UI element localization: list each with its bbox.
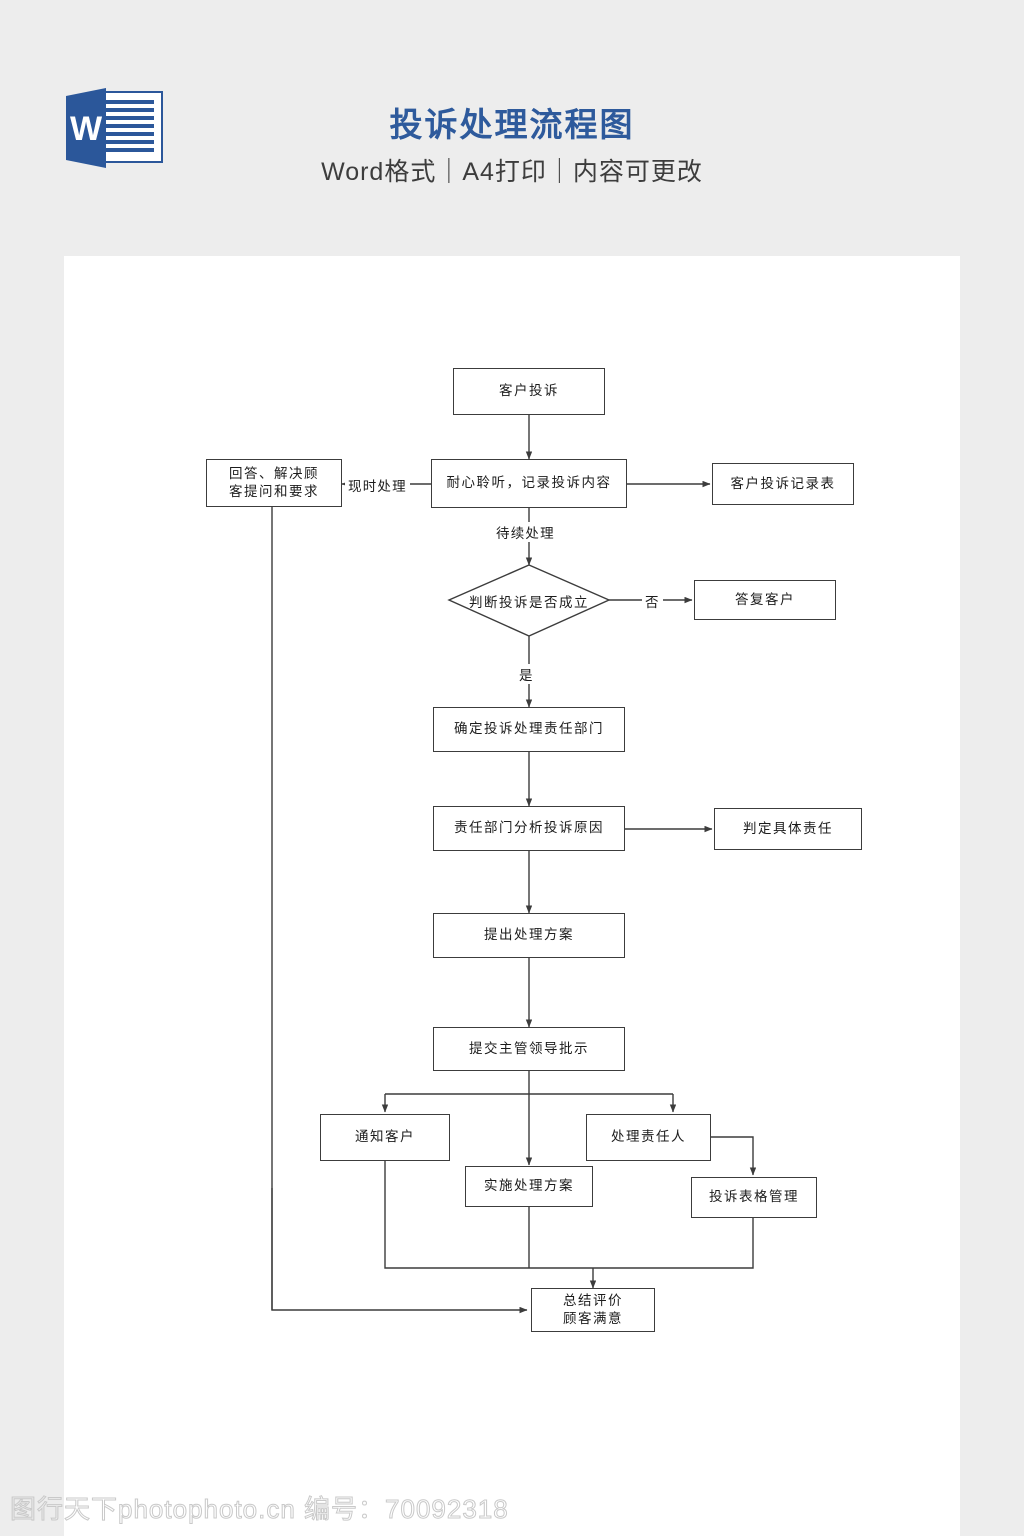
node-answer-resolve-line2: 客提问和要求: [229, 484, 319, 499]
node-notify-customer[interactable]: 通知客户: [320, 1114, 450, 1161]
node-judge-complaint-valid[interactable]: 判断投诉是否成立: [449, 565, 609, 636]
node-propose-solution[interactable]: 提出处理方案: [433, 913, 625, 958]
node-determine-responsibility[interactable]: 判定具体责任: [714, 808, 862, 850]
watermark-text: 图行天下photophoto.cn 编号：70092318: [10, 1494, 509, 1525]
edge-label-yes: 是: [516, 664, 537, 684]
node-analyze-complaint-cause[interactable]: 责任部门分析投诉原因: [433, 806, 625, 851]
document-page: [64, 256, 960, 1536]
node-listen-record[interactable]: 耐心聆听，记录投诉内容: [431, 459, 627, 508]
node-customer-complaint[interactable]: 客户投诉: [453, 368, 605, 415]
node-implement-solution[interactable]: 实施处理方案: [465, 1166, 593, 1207]
node-summary-evaluation-line2: 顾客满意: [563, 1311, 623, 1326]
node-answer-resolve-line1: 回答、解决顾: [229, 466, 319, 482]
edge-label-pending-handle: 待续处理: [492, 522, 559, 542]
node-answer-resolve[interactable]: 回答、解决顾 客提问和要求: [206, 459, 342, 507]
svg-text:W: W: [70, 110, 103, 148]
node-complaint-form-management[interactable]: 投诉表格管理: [691, 1177, 817, 1218]
page-title: 投诉处理流程图: [389, 106, 635, 143]
header-banner: W 投诉处理流程图 Word格式｜A4打印｜内容可更改: [0, 0, 1024, 256]
node-summary-evaluation[interactable]: 总结评价 顾客满意: [531, 1288, 655, 1332]
edge-label-now-handle: 现时处理: [345, 475, 410, 495]
node-reply-customer[interactable]: 答复客户: [694, 580, 836, 620]
edge-label-no: 否: [642, 591, 663, 611]
node-handle-responsible-person[interactable]: 处理责任人: [586, 1114, 711, 1161]
node-judge-complaint-valid-label: 判断投诉是否成立: [469, 594, 589, 610]
node-identify-responsible-dept[interactable]: 确定投诉处理责任部门: [433, 707, 625, 752]
node-complaint-record-form[interactable]: 客户投诉记录表: [712, 463, 854, 505]
word-document-icon: W: [62, 84, 166, 172]
node-summary-evaluation-line1: 总结评价: [563, 1293, 623, 1309]
page-subtitle: Word格式｜A4打印｜内容可更改: [321, 158, 703, 186]
node-submit-leader-approval[interactable]: 提交主管领导批示: [433, 1027, 625, 1071]
